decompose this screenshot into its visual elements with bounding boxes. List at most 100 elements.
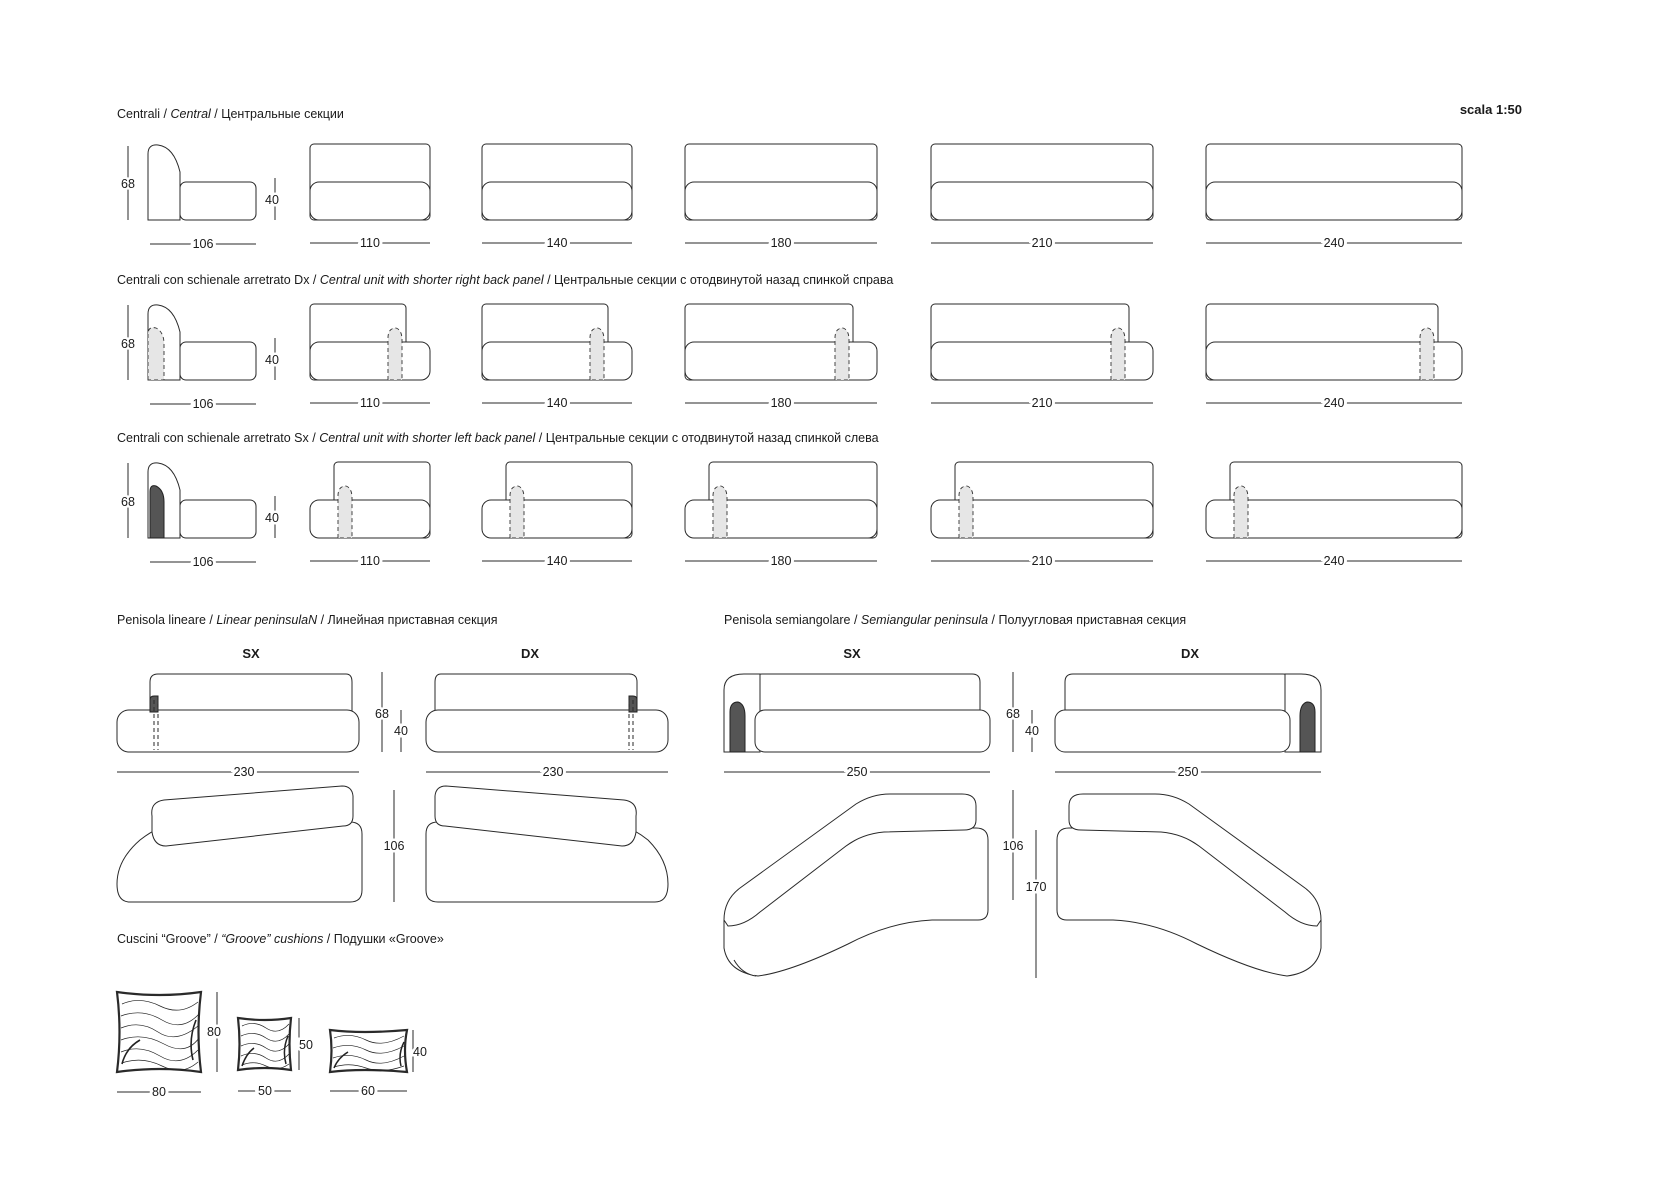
semiangular-dx-front — [1054, 673, 1322, 753]
central-sx-front-140: 140 — [481, 461, 633, 571]
section-title-central-dx-b: Central unit with shorter right back pan… — [320, 273, 545, 287]
cushion-60x40: 40 60 — [328, 1028, 429, 1101]
scale-label: scala 1:50 — [1460, 102, 1522, 117]
section-title-cushions-b: “Groove” cushions — [221, 932, 323, 946]
semiangular-dx-width-label: 250 — [1178, 765, 1199, 779]
section-title-linear: Penisola lineare / Linear peninsulaN / Л… — [117, 613, 498, 627]
linear-seat-label: 40 — [394, 724, 408, 738]
central-seat-label: 40 — [265, 193, 279, 207]
central-sx-front-110: 110 — [309, 461, 431, 571]
central-front-210: 210 — [930, 143, 1154, 253]
cushion-80-width-label: 80 — [152, 1085, 166, 1099]
central-dx-front-110: 110 — [309, 303, 431, 413]
semiangular-depth-total-label: 170 — [1026, 880, 1047, 894]
linear-sx-plan — [116, 785, 363, 903]
linear-peninsula: SX DX 230 68 40 230 — [116, 646, 669, 903]
central-row: 68 40 106 110 140 180 — [119, 143, 1463, 254]
linear-height-label: 68 — [375, 707, 389, 721]
linear-sx-heading: SX — [242, 646, 260, 661]
section-title-semiangular: Penisola semiangolare / Semiangular peni… — [724, 613, 1186, 627]
cushion-50: 50 50 — [236, 1016, 315, 1101]
section-title-central-dx-a: Centrali con schienale arretrato Dx / — [117, 273, 320, 287]
central-sx-seat-label: 40 — [265, 511, 279, 525]
linear-sx-width-label: 230 — [234, 765, 255, 779]
section-title-central-sx-c: / Центральные секции с отодвинутой назад… — [535, 431, 878, 445]
central-sx-width-240: 240 — [1324, 554, 1345, 568]
section-title-central: Centrali / Central / Центральные секции — [117, 107, 344, 121]
linear-dx-plan — [425, 785, 669, 903]
central-sx-front-210: 210 — [930, 461, 1154, 571]
cushion-50-width-label: 50 — [258, 1084, 272, 1098]
section-title-cushions-a: Cuscini “Groove” / — [117, 932, 221, 946]
central-front-180: 180 — [684, 143, 878, 253]
central-dx-width-210: 210 — [1032, 396, 1053, 410]
central-dx-front-140: 140 — [481, 303, 633, 413]
semiangular-sx-plan — [723, 793, 989, 977]
central-depth-label: 106 — [193, 237, 214, 251]
section-title-semiangular-c: / Полуугловая приставная секция — [988, 613, 1186, 627]
central-sx-width-180: 180 — [771, 554, 792, 568]
section-title-central-b: Central — [171, 107, 213, 121]
central-sx-width-140: 140 — [547, 554, 568, 568]
cushion-80: 80 80 — [115, 990, 223, 1102]
central-dx-front-240: 240 — [1205, 303, 1463, 413]
central-width-240: 240 — [1324, 236, 1345, 250]
semiangular-sx-heading: SX — [843, 646, 861, 661]
section-title-semiangular-b: Semiangular peninsula — [861, 613, 988, 627]
central-sx-width-110: 110 — [360, 554, 380, 568]
central-sx-width-210: 210 — [1032, 554, 1053, 568]
central-dx-width-240: 240 — [1324, 396, 1345, 410]
section-title-linear-c: / Линейная приставная секция — [317, 613, 497, 627]
central-dx-side-view: 68 40 106 — [119, 304, 281, 414]
section-title-linear-b: Linear peninsulaN — [216, 613, 318, 627]
central-front-110: 110 — [309, 143, 431, 253]
semiangular-seat-label: 40 — [1025, 724, 1039, 738]
semiangular-sx-front — [723, 673, 991, 753]
central-sx-depth-label: 106 — [193, 555, 214, 569]
central-width-140: 140 — [547, 236, 568, 250]
central-dx-height-label: 68 — [121, 337, 135, 351]
central-dx-width-180: 180 — [771, 396, 792, 410]
central-dx-row: 68 40 106 110 140 180 — [119, 303, 1463, 414]
section-title-central-dx: Centrali con schienale arretrato Dx / Ce… — [117, 273, 893, 287]
central-width-180: 180 — [771, 236, 792, 250]
central-sx-row: 68 40 106 110 140 180 — [119, 461, 1463, 572]
section-title-central-sx: Centrali con schienale arretrato Sx / Ce… — [117, 431, 879, 445]
central-dx-seat-label: 40 — [265, 353, 279, 367]
central-sx-side-view: 68 40 106 — [119, 462, 281, 572]
section-title-linear-a: Penisola lineare / — [117, 613, 216, 627]
cushion-80-height-label: 80 — [207, 1025, 221, 1039]
semiangular-dx-plan — [1056, 793, 1322, 977]
central-dx-width-110: 110 — [360, 396, 380, 410]
section-title-semiangular-a: Penisola semiangolare / — [724, 613, 861, 627]
linear-dx-front — [425, 673, 669, 753]
central-dx-depth-label: 106 — [193, 397, 214, 411]
linear-dx-heading: DX — [521, 646, 539, 661]
semiangular-peninsula: SX DX 250 68 40 250 — [723, 646, 1322, 978]
central-dx-width-140: 140 — [547, 396, 568, 410]
section-title-central-c: / Центральные секции — [211, 107, 344, 121]
central-sx-front-240: 240 — [1205, 461, 1463, 571]
section-title-central-a: Centrali / — [117, 107, 171, 121]
central-dx-front-210: 210 — [930, 303, 1154, 413]
cushion-60x40-height-label: 40 — [413, 1045, 427, 1059]
section-title-central-sx-b: Central unit with shorter left back pane… — [319, 431, 536, 445]
central-height-label: 68 — [121, 177, 135, 191]
semiangular-dx-heading: DX — [1181, 646, 1199, 661]
central-width-210: 210 — [1032, 236, 1053, 250]
central-side-view: 68 40 106 — [119, 144, 281, 254]
central-sx-height-label: 68 — [121, 495, 135, 509]
section-title-central-dx-c: / Центральные секции с отодвинутой назад… — [544, 273, 894, 287]
linear-sx-front — [116, 673, 360, 753]
section-title-cushions-c: / Подушки «Groove» — [323, 932, 444, 946]
cushion-60x40-width-label: 60 — [361, 1084, 375, 1098]
linear-dx-width-label: 230 — [543, 765, 564, 779]
central-dx-front-180: 180 — [684, 303, 878, 413]
central-sx-front-180: 180 — [684, 461, 878, 571]
semiangular-sx-width-label: 250 — [847, 765, 868, 779]
linear-depth-label: 106 — [384, 839, 405, 853]
central-front-240: 240 — [1205, 143, 1463, 253]
central-width-110: 110 — [360, 236, 380, 250]
section-title-central-sx-a: Centrali con schienale arretrato Sx / — [117, 431, 319, 445]
